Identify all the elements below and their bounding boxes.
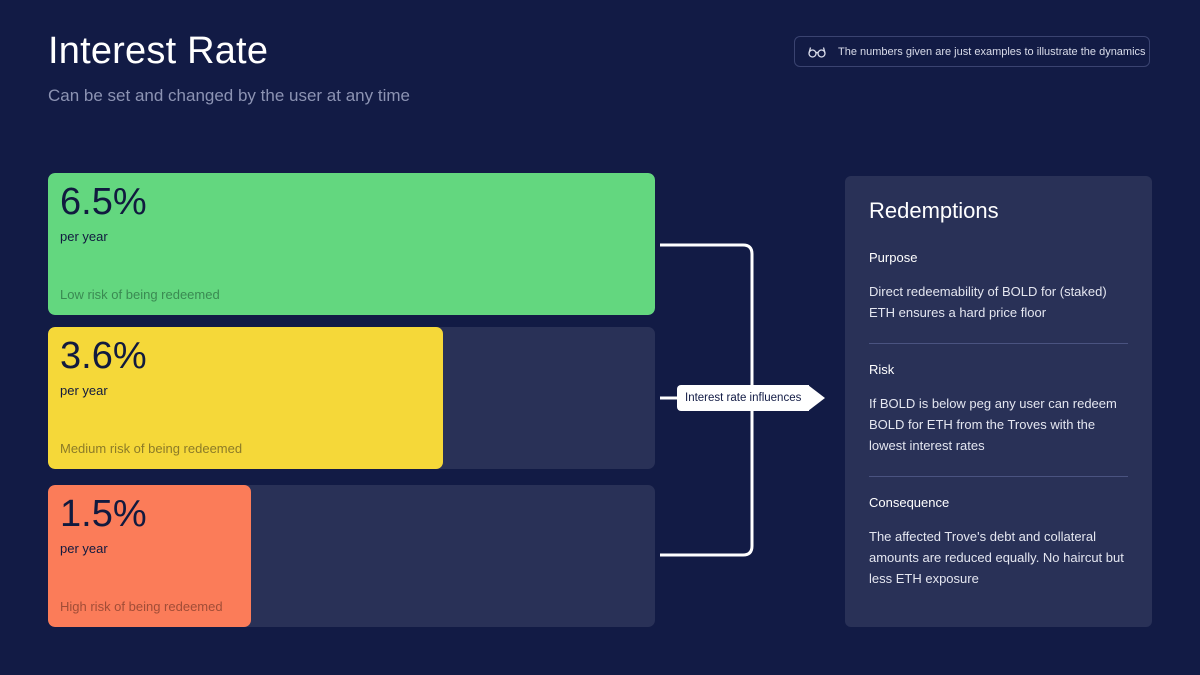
- rate-bar-low-risk: 6.5% per year Low risk of being redeemed: [48, 173, 655, 315]
- rate-value: 3.6%: [60, 335, 147, 377]
- risk-label: High risk of being redeemed: [60, 599, 223, 614]
- risk-label: Medium risk of being redeemed: [60, 441, 243, 456]
- section-label-consequence: Consequence: [869, 495, 950, 510]
- rate-bar-fill: [48, 485, 252, 627]
- page-title: Interest Rate: [48, 30, 269, 72]
- panel-title: Redemptions: [869, 198, 999, 223]
- section-label-risk: Risk: [869, 362, 895, 377]
- divider: [869, 343, 1128, 344]
- rate-bar-high-risk: 1.5% per year High risk of being redeeme…: [48, 485, 655, 627]
- section-text-consequence: The affected Trove's debt and collateral…: [869, 529, 1124, 586]
- rate-bar-fill: [48, 327, 443, 469]
- risk-label: Low risk of being redeemed: [60, 287, 220, 302]
- section-text-purpose: Direct redeemability of BOLD for (staked…: [869, 284, 1107, 320]
- redemptions-panel: Redemptions Purpose Direct redeemability…: [845, 176, 1152, 627]
- divider: [869, 476, 1128, 477]
- rate-bar-fill: [48, 173, 655, 315]
- example-disclaimer-note: The numbers given are just examples to i…: [794, 36, 1150, 67]
- rate-unit: per year: [60, 229, 108, 244]
- section-label-purpose: Purpose: [869, 250, 918, 265]
- section-text-risk: If BOLD is below peg any user can redeem…: [869, 396, 1117, 453]
- rate-bar-medium-risk: 3.6% per year Medium risk of being redee…: [48, 327, 655, 469]
- rate-unit: per year: [60, 383, 108, 398]
- glasses-icon: [808, 46, 826, 58]
- rate-value: 1.5%: [60, 493, 147, 535]
- influence-label: Interest rate influences: [677, 385, 810, 411]
- note-text: The numbers given are just examples to i…: [838, 45, 1146, 58]
- page-subtitle: Can be set and changed by the user at an…: [48, 86, 410, 105]
- rate-unit: per year: [60, 541, 108, 556]
- rate-value: 6.5%: [60, 181, 147, 223]
